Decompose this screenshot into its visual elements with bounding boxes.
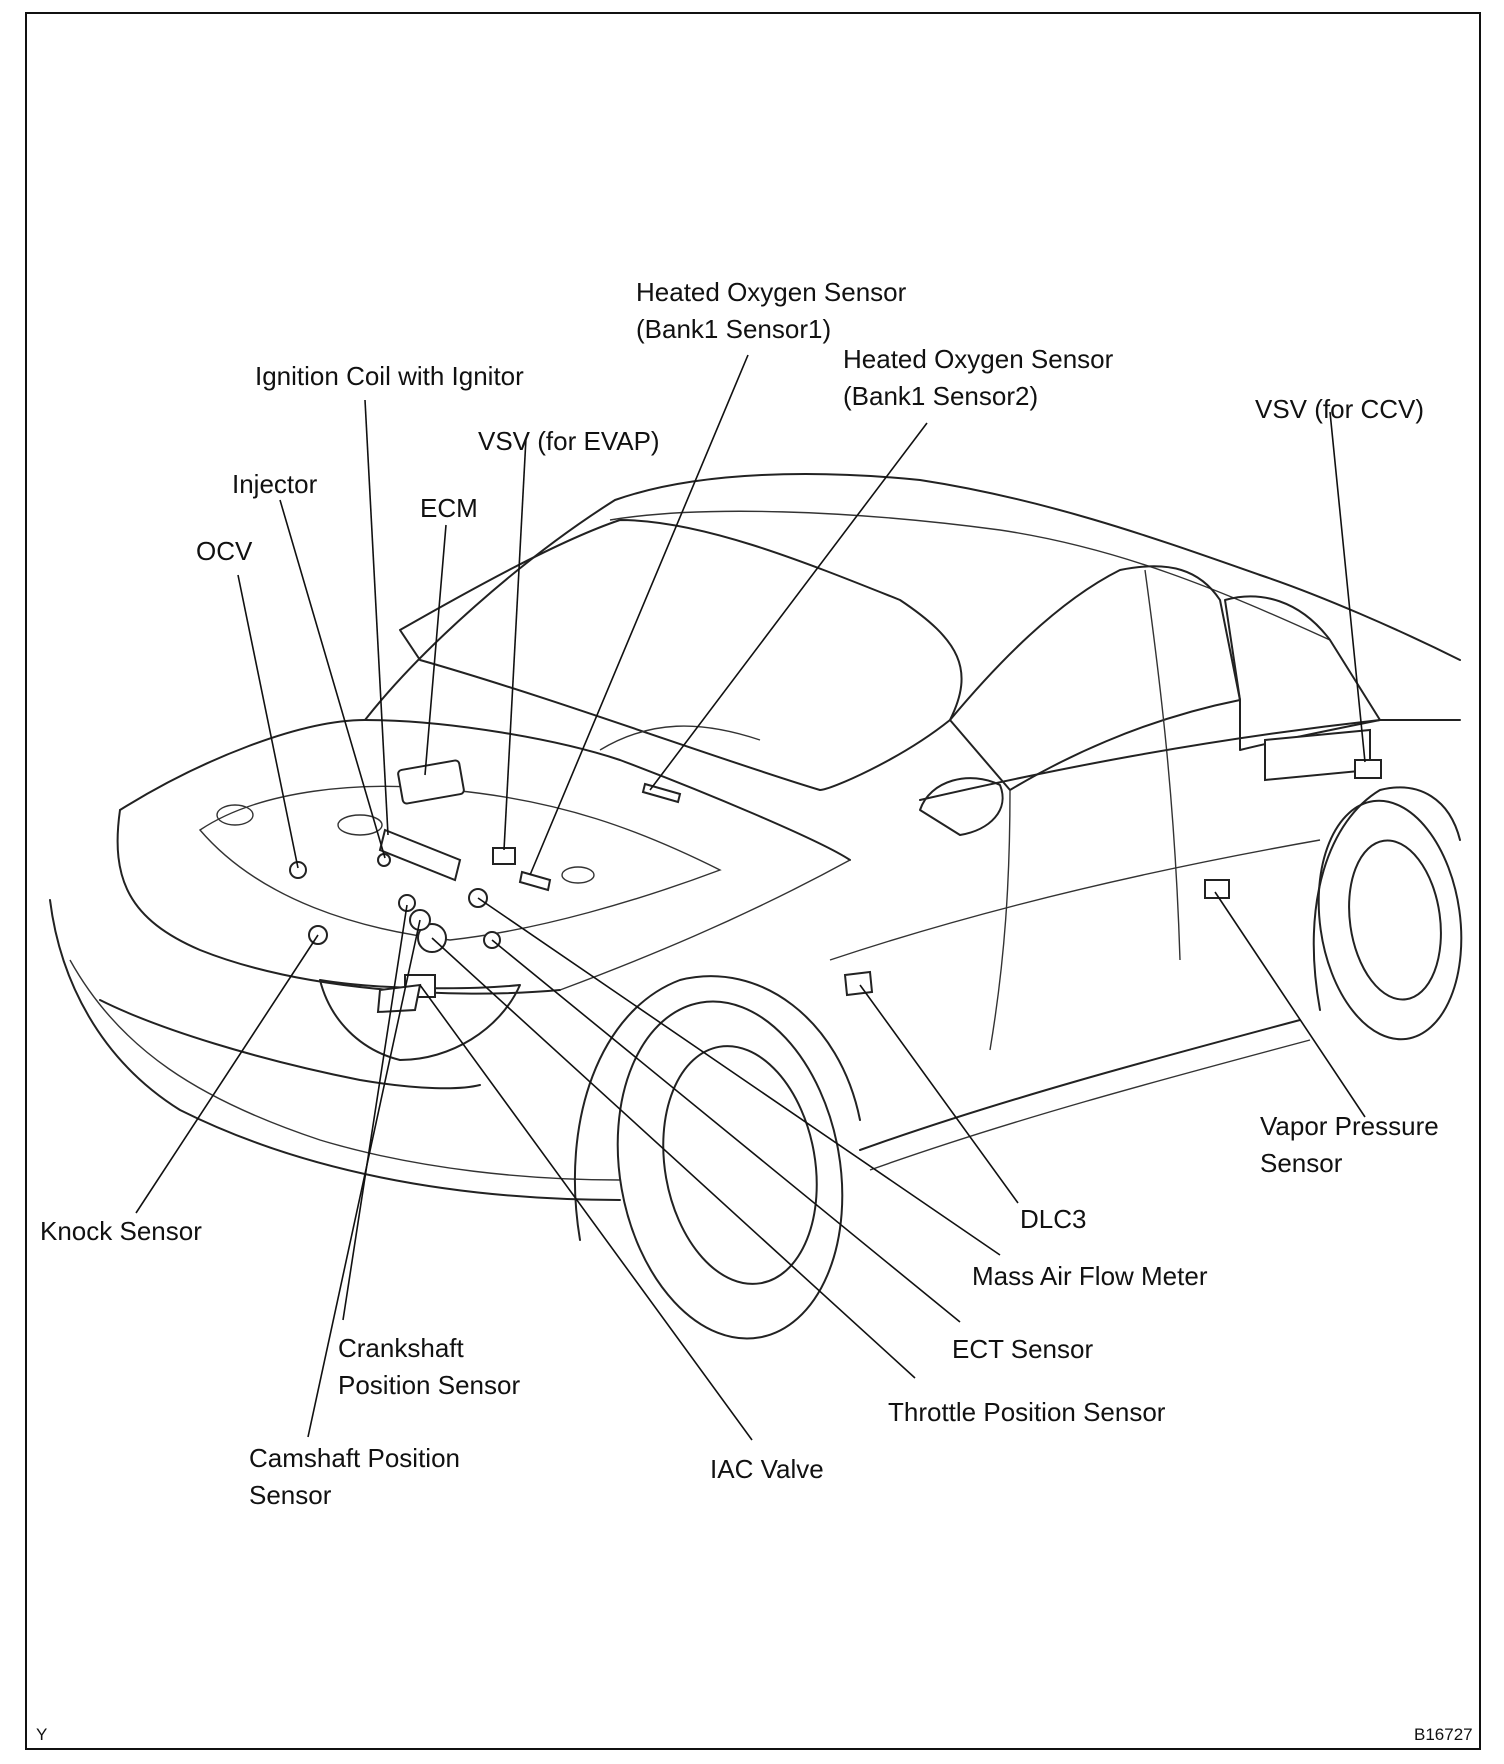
vsv-evap-part (492, 847, 516, 865)
label-crankshaft-line2: Position Sensor (338, 1370, 520, 1400)
label-camshaft-line2: Sensor (249, 1480, 332, 1510)
diagram-frame (25, 12, 1481, 1750)
front-bumper (49, 899, 621, 1201)
ocv-part (289, 861, 307, 879)
corner-code-left: Y (36, 1725, 47, 1744)
label-knock-sensor: Knock Sensor (40, 1216, 202, 1246)
label-ect-sensor: ECT Sensor (952, 1334, 1093, 1364)
dlc3-part (843, 970, 874, 997)
label-crankshaft-line1: Crankshaft (338, 1333, 464, 1363)
side-window-front (949, 565, 1241, 791)
ho2s-b1s1-part (518, 870, 552, 892)
roof-outline (364, 473, 1461, 721)
leader-ecm (424, 524, 447, 776)
camshaft-part (398, 894, 416, 912)
corner-code-right: B16727 (1414, 1725, 1473, 1744)
side-mirror (919, 777, 1004, 836)
radiator-cap (337, 814, 383, 836)
grille (99, 999, 481, 1090)
leader-lines (135, 354, 1366, 1441)
ignition-coil-part (378, 828, 462, 882)
vapor-pressure-part (1204, 879, 1230, 899)
belt-line (919, 719, 1461, 801)
leader-vsv-evap (503, 437, 527, 851)
leader-ho2s-b1s2 (649, 422, 928, 791)
leader-camshaft (307, 919, 421, 1438)
leader-iac (419, 984, 753, 1441)
label-dlc3: DLC3 (1020, 1204, 1086, 1234)
leader-maf (477, 897, 1001, 1256)
label-iac-valve: IAC Valve (710, 1454, 824, 1484)
wiper (599, 725, 761, 751)
rocker-line-2 (869, 1039, 1311, 1171)
leader-ho2s-b1s1 (529, 354, 749, 876)
ho2s-b1s2-part (641, 782, 682, 804)
bumper-lower (69, 959, 621, 1181)
label-ho2s-b1s1-line1: Heated Oxygen Sensor (636, 277, 907, 307)
rear-wheel (1312, 786, 1463, 1041)
fender-line (559, 859, 851, 991)
label-ocv: OCV (196, 536, 253, 566)
leader-ocv (237, 574, 299, 869)
windshield-outline (399, 519, 963, 791)
cam-bracket-part (376, 983, 422, 1014)
label-throttle-position: Throttle Position Sensor (888, 1397, 1166, 1427)
label-camshaft-line1: Camshaft Position (249, 1443, 460, 1473)
leader-vsv-ccv (1329, 411, 1366, 763)
rocker-line (859, 1019, 1301, 1151)
b-pillar (1144, 569, 1181, 961)
vsv-ccv-part (1354, 759, 1382, 779)
body-crease (829, 839, 1321, 961)
label-injector: Injector (232, 469, 318, 499)
leader-crankshaft (342, 904, 408, 1321)
hood-outline (119, 719, 851, 861)
reservoir (216, 804, 254, 826)
label-vsv-ccv: VSV (for CCV) (1255, 394, 1424, 424)
leader-ect (491, 939, 961, 1323)
leader-injector (279, 499, 386, 859)
front-wheel (573, 975, 861, 1340)
leader-vapor-pressure (1214, 891, 1366, 1118)
ecm-unit (397, 759, 465, 805)
leader-dlc3 (859, 984, 1019, 1204)
door-seam (989, 789, 1011, 1051)
label-ho2s-b1s1-line2: (Bank1 Sensor1) (636, 314, 831, 344)
leader-knock-sensor (135, 934, 319, 1214)
label-ho2s-b1s2-line1: Heated Oxygen Sensor (843, 344, 1114, 374)
leader-throttle (431, 937, 916, 1379)
label-ecm: ECM (420, 493, 478, 523)
labels: Heated Oxygen Sensor (Bank1 Sensor1) Hea… (40, 277, 1439, 1510)
label-mass-air-flow: Mass Air Flow Meter (972, 1261, 1208, 1291)
car-illustration (49, 473, 1463, 1340)
leader-ignition-coil (364, 399, 389, 836)
label-vapor-pressure-line2: Sensor (1260, 1148, 1343, 1178)
brake-reservoir (561, 866, 595, 884)
label-vsv-evap: VSV (for EVAP) (478, 426, 660, 456)
label-vapor-pressure-line1: Vapor Pressure (1260, 1111, 1439, 1141)
hood-front-edge (116, 809, 561, 995)
roof-line (609, 510, 1331, 641)
label-ho2s-b1s2-line2: (Bank1 Sensor2) (843, 381, 1038, 411)
label-ignition-coil: Ignition Coil with Ignitor (255, 361, 524, 391)
